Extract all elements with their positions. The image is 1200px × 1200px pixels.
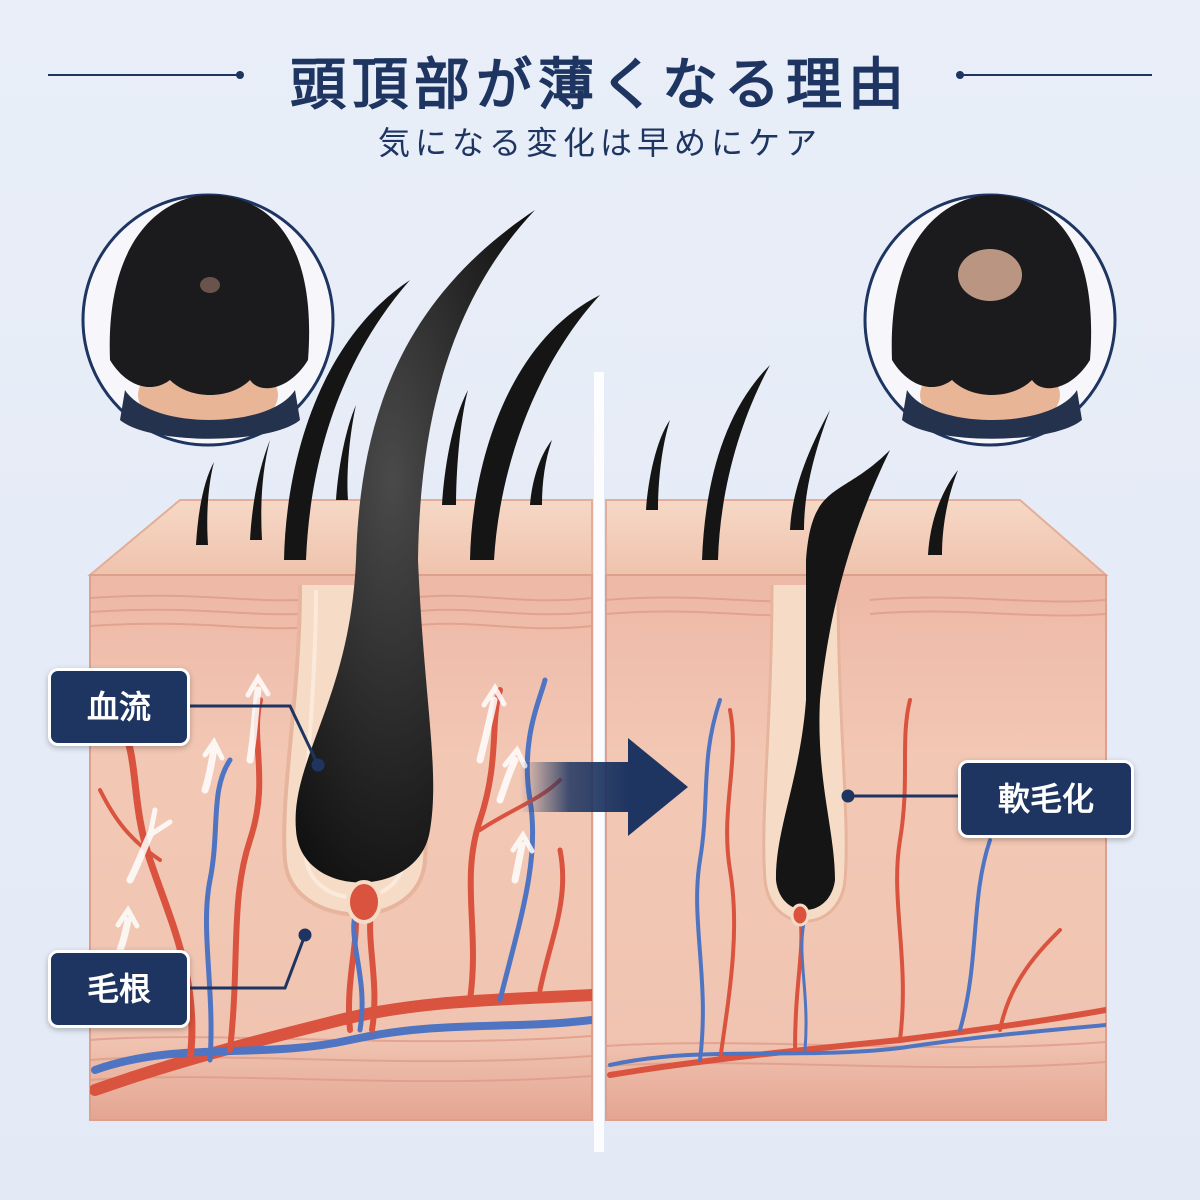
hair-root-label: 毛根: [48, 950, 190, 1028]
blood-flow-arrows: [115, 673, 535, 954]
miniaturization-label: 軟毛化: [958, 760, 1134, 838]
thinning-head-icon: [863, 193, 1117, 447]
page-subtitle: 気になる変化は早めにケア: [377, 124, 822, 162]
thinning-hairs: [646, 365, 958, 927]
blood-vessels-right: [607, 698, 1106, 1078]
healthy-head-icon: [81, 193, 335, 447]
progression-arrow: [520, 738, 688, 836]
title-rule-left-dot: [236, 71, 244, 79]
header: 頭頂部が薄くなる理由 気になる変化は早めにケア: [0, 0, 1200, 170]
leader-lines: [185, 704, 958, 990]
page-title: 頭頂部が薄くなる理由: [290, 53, 910, 118]
title-rule-right: [962, 74, 1152, 76]
healthy-hairs: [196, 210, 600, 924]
title-rule-left: [48, 74, 238, 76]
title-rule-right-dot: [956, 71, 964, 79]
blood-flow-label: 血流: [48, 668, 190, 746]
